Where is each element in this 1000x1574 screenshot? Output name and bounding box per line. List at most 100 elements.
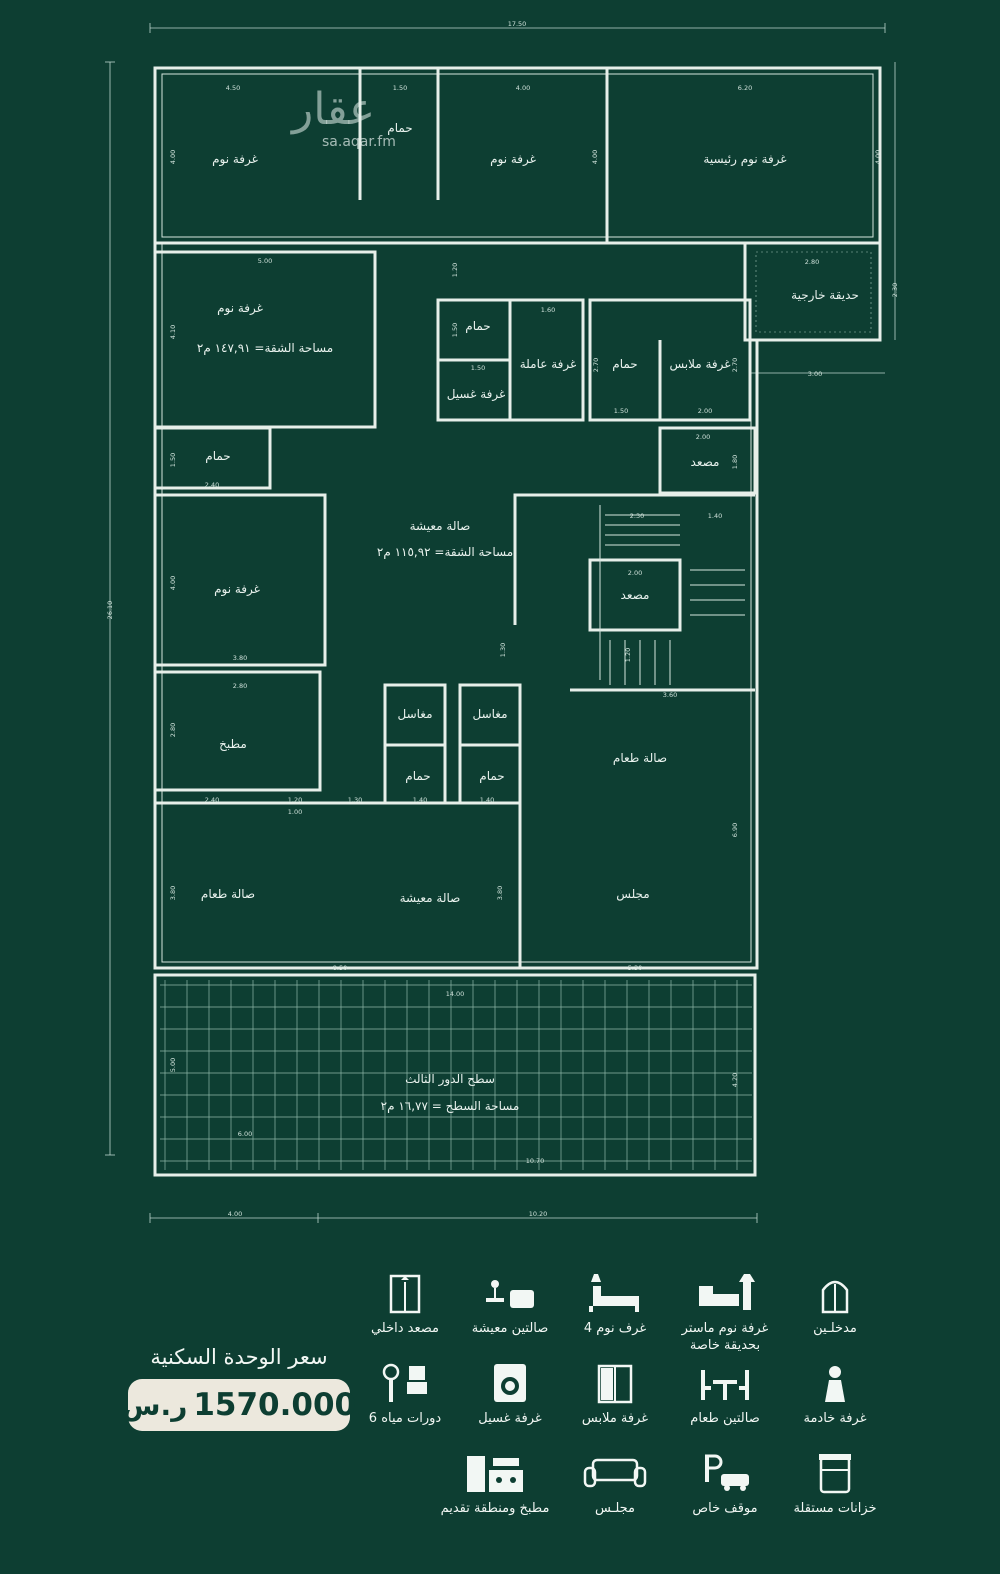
room-dining-hall-1: صالة طعام <box>613 751 667 765</box>
dim-label: 3.00 <box>808 370 822 378</box>
dim-label: 4.00 <box>591 150 599 164</box>
dim-label: 1.40 <box>480 796 494 804</box>
room-maid: غرفة عاملة <box>520 357 577 372</box>
feature-laundry-room: غرفة غسيل <box>445 1362 575 1427</box>
dim-label: 1.00 <box>288 808 302 816</box>
couch-icon <box>583 1458 647 1488</box>
sofa-table-icon <box>486 1280 534 1308</box>
dim-label: 2.00 <box>628 569 642 577</box>
room-bathroom-4: حمام <box>205 449 230 463</box>
feature-majlis: مجلـس <box>550 1452 680 1517</box>
garden-hatch <box>755 251 872 333</box>
room-elevator-1: مصعد <box>691 455 720 469</box>
dim-label: 1.20 <box>624 648 632 662</box>
feature-two-entrances: مدخلـين <box>770 1272 900 1337</box>
dim-label: 3.60 <box>663 691 677 699</box>
dim-label: 8.50 <box>333 964 347 972</box>
dimension-labels: 17.50 26.10 4.00 10.20 4.50 1.50 4.00 6.… <box>106 20 899 1218</box>
dim-label: 2.80 <box>169 723 177 737</box>
dim-label: 4.50 <box>226 84 240 92</box>
dim-label: 5.30 <box>628 964 642 972</box>
bed-icon <box>589 1274 639 1312</box>
feature-label: غرفة نوم ماستر بحديقة خاصة <box>681 1321 769 1353</box>
room-outdoor-garden: حديقة خارجية <box>791 288 859 303</box>
price-value: 1570.000 <box>193 1387 357 1423</box>
dim-label: 1.20 <box>288 796 302 804</box>
dim-label: 5.00 <box>169 1058 177 1072</box>
feature-label: صالتين معيشة <box>471 1321 549 1336</box>
dim-label: 2.40 <box>205 796 219 804</box>
feature-label: غرفة ملابس <box>581 1411 649 1426</box>
dim-label: 10.70 <box>526 1157 545 1165</box>
arched-door-icon <box>821 1280 849 1314</box>
dim-label: 14.00 <box>446 990 465 998</box>
feature-label: مطبخ ومنطقة تقديم <box>440 1501 550 1516</box>
room-living-hall-1: صالة معيشة <box>410 519 471 533</box>
aqar-url: sa.aqar.fm <box>322 134 396 150</box>
room-bathroom-5: حمام <box>405 769 430 783</box>
dim-label: 2.40 <box>205 481 219 489</box>
dim-label: 4.10 <box>169 325 177 339</box>
elevator-icon <box>389 1274 421 1314</box>
dim-label: 1.50 <box>471 364 485 372</box>
feature-private-parking: موقف خاص <box>660 1452 790 1517</box>
dim-bottom-left: 4.00 <box>228 1210 242 1218</box>
room-master-bedroom: غرفة نوم رئيسية <box>703 152 786 167</box>
room-bathroom-1: حمام <box>387 121 412 135</box>
dim-label: 2.00 <box>696 433 710 441</box>
room-washbasins-1: مغاسل <box>397 707 432 721</box>
roof-area: مساحة السطح = ١٦,٧٧ م٢ <box>381 1099 520 1113</box>
price-title: سعر الوحدة السكنية <box>150 1345 328 1369</box>
dim-label: 2.30 <box>891 283 899 297</box>
dim-label: 3.80 <box>169 886 177 900</box>
maid-icon <box>825 1366 845 1402</box>
dim-label: 1.80 <box>731 455 739 469</box>
dim-bottom-right: 10.20 <box>529 1210 548 1218</box>
feature-label: غرفة غسيل <box>478 1411 542 1426</box>
feature-label: غرفة خادمة <box>803 1411 867 1426</box>
floor-plan: غرفة نوم حمام غرفة نوم غرفة نوم رئيسية ح… <box>105 20 899 1223</box>
dim-left-total: 26.10 <box>106 601 114 620</box>
washing-machine-icon <box>494 1364 526 1402</box>
dim-label: 4.00 <box>516 84 530 92</box>
feature-independent-tanks: خزانات مستقلة <box>770 1452 900 1517</box>
price-pill: ر.س 1570.000 <box>122 1379 356 1431</box>
room-bedroom-4: غرفة نوم <box>214 582 260 597</box>
dim-label: 3.80 <box>233 654 247 662</box>
room-roof: سطح الدور الثالث <box>405 1072 495 1087</box>
dim-label: 3.80 <box>496 886 504 900</box>
room-living-hall-2: صالة معيشة <box>400 891 461 905</box>
room-bedroom-2: غرفة نوم <box>490 152 536 167</box>
feature-label: 4 غرف نوم <box>583 1321 647 1336</box>
feature-six-bathrooms: 6 دورات مياه <box>340 1362 470 1427</box>
features-grid: مدخلـين غرفة نوم ماستر بحديقة خاصة 4 غرف… <box>360 1262 900 1542</box>
walls <box>153 66 882 1177</box>
dim-label: 2.80 <box>233 682 247 690</box>
apartment-area-2: مساحة الشقة= ١١٥,٩٢ م٢ <box>377 545 513 559</box>
room-labels: غرفة نوم حمام غرفة نوم غرفة نوم رئيسية ح… <box>197 121 859 1113</box>
kitchen-icon <box>467 1456 523 1492</box>
feature-dressing-room: غرفة ملابس <box>550 1362 680 1427</box>
room-majlis: مجلس <box>616 887 649 902</box>
parking-car-icon <box>705 1454 749 1491</box>
feature-label: مجلـس <box>594 1501 636 1516</box>
dim-label: 2.80 <box>805 258 819 266</box>
room-dressing: غرفة ملابس <box>669 357 730 372</box>
feature-master-bedroom: غرفة نوم ماستر بحديقة خاصة <box>660 1272 790 1354</box>
room-bedroom-3: غرفة نوم <box>217 301 263 316</box>
feature-label: خزانات مستقلة <box>793 1501 877 1516</box>
room-kitchen: مطبخ <box>219 737 247 751</box>
room-bathroom-2: حمام <box>465 319 490 333</box>
currency-symbol: ر.س <box>121 1388 188 1422</box>
dim-label: 2.70 <box>592 358 600 372</box>
dim-label: 2.70 <box>731 358 739 372</box>
dim-top-total: 17.50 <box>508 20 527 28</box>
dim-label: 1.60 <box>541 306 555 314</box>
washbasin-toilet-icon <box>382 1363 427 1402</box>
feature-label: 6 دورات مياه <box>368 1411 442 1426</box>
room-dining-hall-2: صالة طعام <box>201 887 255 901</box>
room-washbasins-2: مغاسل <box>472 707 507 721</box>
feature-label: موقف خاص <box>692 1501 758 1516</box>
dim-label: 1.50 <box>169 453 177 467</box>
price-box: سعر الوحدة السكنية ر.س 1570.000 <box>122 1345 356 1431</box>
